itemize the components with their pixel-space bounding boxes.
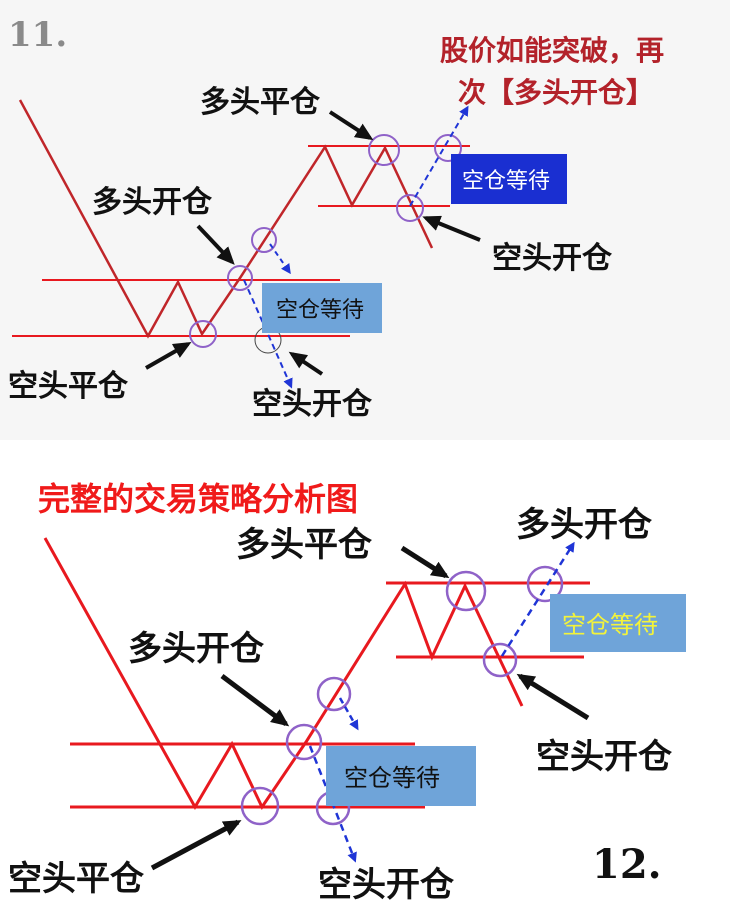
label-short-open-right: 空头开仓 <box>492 241 613 276</box>
price-path-12 <box>43 537 524 811</box>
label-long-open-top-12: 多头开仓 <box>516 505 653 545</box>
long-open-circle <box>227 265 253 291</box>
wait-box-upper <box>451 154 567 204</box>
wait-box-lower <box>262 283 382 333</box>
short-open-circle <box>396 194 424 222</box>
false-breakout-circle-12 <box>316 676 352 712</box>
long-close-pointer-arrow-12 <box>400 545 450 579</box>
wait-box-upper-label-12: 空仓等待 <box>562 611 658 639</box>
wait-box-upper-12 <box>550 594 686 652</box>
long-close-circle-12 <box>445 570 487 612</box>
panel-11-background <box>0 0 730 440</box>
wait-box-lower-12 <box>326 746 476 806</box>
wait-box-lower-label: 空仓等待 <box>276 298 364 323</box>
short-close-pointer-arrow-12 <box>150 819 242 871</box>
panel-11: 11. 股价如能突破，再 次【多头开仓】 空仓等待 空仓等待 <box>0 0 730 440</box>
price-path <box>18 99 434 339</box>
panel-11-number: 11. <box>8 15 67 55</box>
short-close-pointer-arrow <box>145 342 192 370</box>
short-open-circle-12 <box>482 642 518 678</box>
breakout-note-line1: 股价如能突破，再 <box>440 34 664 67</box>
label-short-open-bottom: 空头开仓 <box>252 387 373 422</box>
panel-12-background <box>0 452 730 916</box>
short-close-circle-12 <box>240 786 280 826</box>
upward-breakout-arrow-12 <box>500 541 575 657</box>
label-long-open-12: 多头开仓 <box>128 629 265 669</box>
long-open-circle-12 <box>285 723 323 761</box>
short-open-right-pointer-arrow-12 <box>516 673 590 721</box>
long-open-pointer-arrow <box>196 224 235 265</box>
label-long-close: 多头平仓 <box>200 85 321 120</box>
label-short-close-12: 空头平仓 <box>8 859 145 899</box>
downward-breakout-arrow <box>243 279 293 389</box>
label-short-open-right-12: 空头开仓 <box>536 737 673 777</box>
false-breakout-circle <box>251 227 277 253</box>
label-long-open: 多头开仓 <box>92 185 213 220</box>
short-close-circle <box>189 320 217 348</box>
short-open-bottom-pointer-arrow <box>288 351 324 376</box>
panel-12-number: 12. <box>592 841 662 888</box>
short-open-right-pointer-arrow <box>422 215 481 242</box>
breakout-circle <box>434 134 462 162</box>
wait-box-upper-label: 空仓等待 <box>462 169 550 194</box>
breakout-circle-12 <box>526 565 564 603</box>
long-open-pointer-arrow-12 <box>220 674 290 727</box>
panel-12: 完整的交易策略分析图 空仓等待 空仓等待 多头开仓 多头平仓 多头 <box>0 452 730 916</box>
label-short-close: 空头平仓 <box>8 369 129 404</box>
panel-12-title: 完整的交易策略分析图 <box>38 480 358 518</box>
upward-breakout-arrow <box>409 105 469 207</box>
false-breakout-arrow-12 <box>338 697 359 731</box>
long-close-pointer-arrow <box>328 110 374 141</box>
wait-box-lower-label-12: 空仓等待 <box>344 764 440 792</box>
breakout-note-line2: 次【多头开仓】 <box>458 76 654 109</box>
label-short-open-bottom-12: 空头开仓 <box>318 865 455 905</box>
long-close-circle <box>368 134 400 166</box>
label-long-close-12: 多头平仓 <box>236 525 373 565</box>
